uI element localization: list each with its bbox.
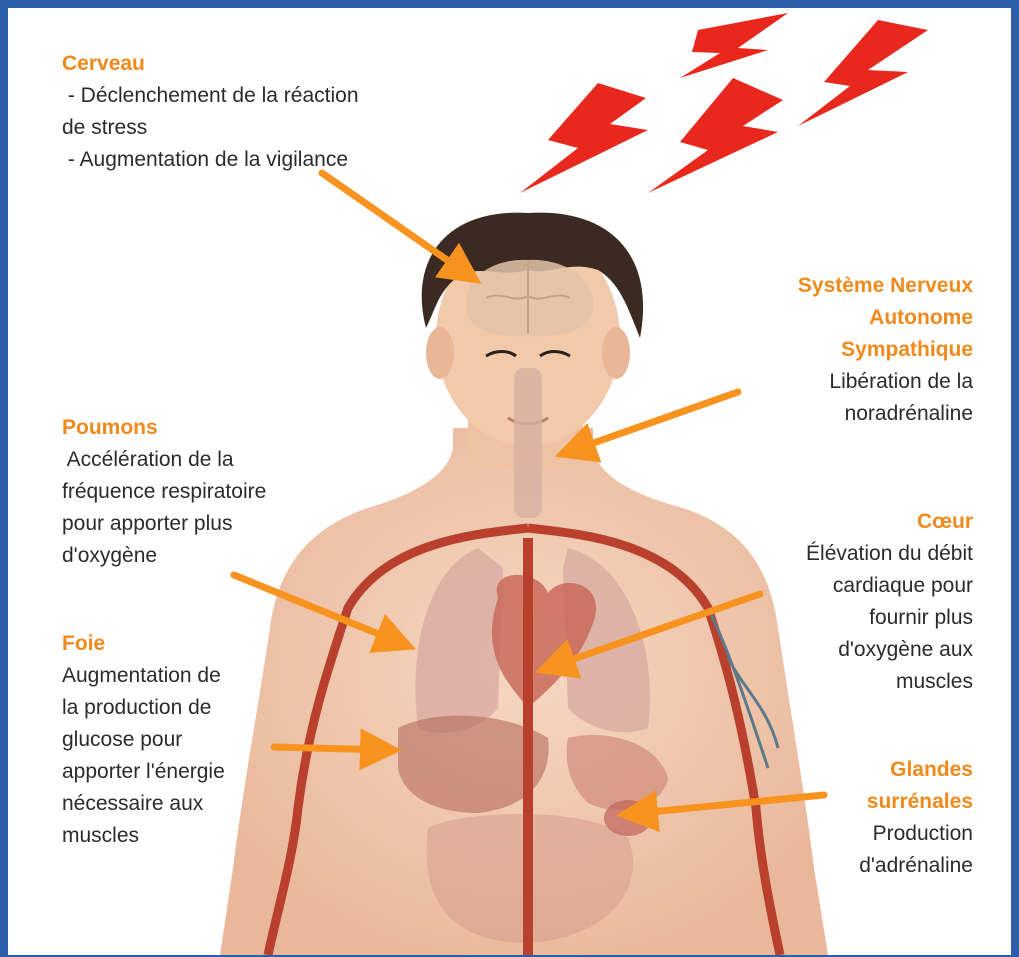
body-silhouette <box>220 213 828 955</box>
label-foie-line: Augmentation de <box>62 660 225 692</box>
label-foie-line: la production de <box>62 692 225 724</box>
label-snas: Système Nerveux Autonome Sympathique Lib… <box>798 270 973 430</box>
lightning-bolts <box>520 13 928 193</box>
label-foie: Foie Augmentation de la production de gl… <box>62 628 225 852</box>
label-poumons-line: d'oxygène <box>62 540 266 572</box>
label-coeur-title: Cœur <box>806 506 973 538</box>
lightning-bolt-icon <box>520 83 648 193</box>
lightning-bolt-icon <box>648 78 783 193</box>
label-coeur-line: Élévation du débit <box>806 538 973 570</box>
label-snas-title: Système Nerveux <box>798 270 973 302</box>
label-glandes-title: Glandes <box>859 754 973 786</box>
label-poumons-title: Poumons <box>62 412 266 444</box>
label-coeur-line: muscles <box>806 666 973 698</box>
label-foie-line: nécessaire aux <box>62 788 225 820</box>
label-cerveau: Cerveau - Déclenchement de la réaction d… <box>62 48 359 176</box>
label-cerveau-title: Cerveau <box>62 48 359 80</box>
label-coeur-line: cardiaque pour <box>806 570 973 602</box>
lightning-bolt-icon <box>798 20 928 126</box>
label-coeur-line: fournir plus <box>806 602 973 634</box>
lightning-bolt-icon <box>680 13 788 78</box>
label-coeur: Cœur Élévation du débit cardiaque pour f… <box>806 506 973 698</box>
label-poumons-line: Accélération de la <box>62 444 266 476</box>
label-poumons-line: fréquence respiratoire <box>62 476 266 508</box>
label-snas-line: noradrénaline <box>798 398 973 430</box>
label-cerveau-line: - Augmentation de la vigilance <box>62 144 359 176</box>
label-poumons-line: pour apporter plus <box>62 508 266 540</box>
arrow-cerveau <box>322 173 470 276</box>
label-snas-title: Autonome <box>798 302 973 334</box>
label-glandes: Glandes surrénales Production d'adrénali… <box>859 754 973 882</box>
label-foie-line: glucose pour <box>62 724 225 756</box>
label-glandes-line: Production <box>859 818 973 850</box>
arrow-foie <box>274 747 388 750</box>
label-cerveau-line: de stress <box>62 112 359 144</box>
label-foie-title: Foie <box>62 628 225 660</box>
label-glandes-title: surrénales <box>859 786 973 818</box>
label-cerveau-line: - Déclenchement de la réaction <box>62 80 359 112</box>
label-snas-title: Sympathique <box>798 334 973 366</box>
label-coeur-line: d'oxygène aux <box>806 634 973 666</box>
label-foie-line: muscles <box>62 820 225 852</box>
label-poumons: Poumons Accélération de la fréquence res… <box>62 412 266 572</box>
label-foie-line: apporter l'énergie <box>62 756 225 788</box>
label-snas-line: Libération de la <box>798 366 973 398</box>
label-glandes-line: d'adrénaline <box>859 850 973 882</box>
